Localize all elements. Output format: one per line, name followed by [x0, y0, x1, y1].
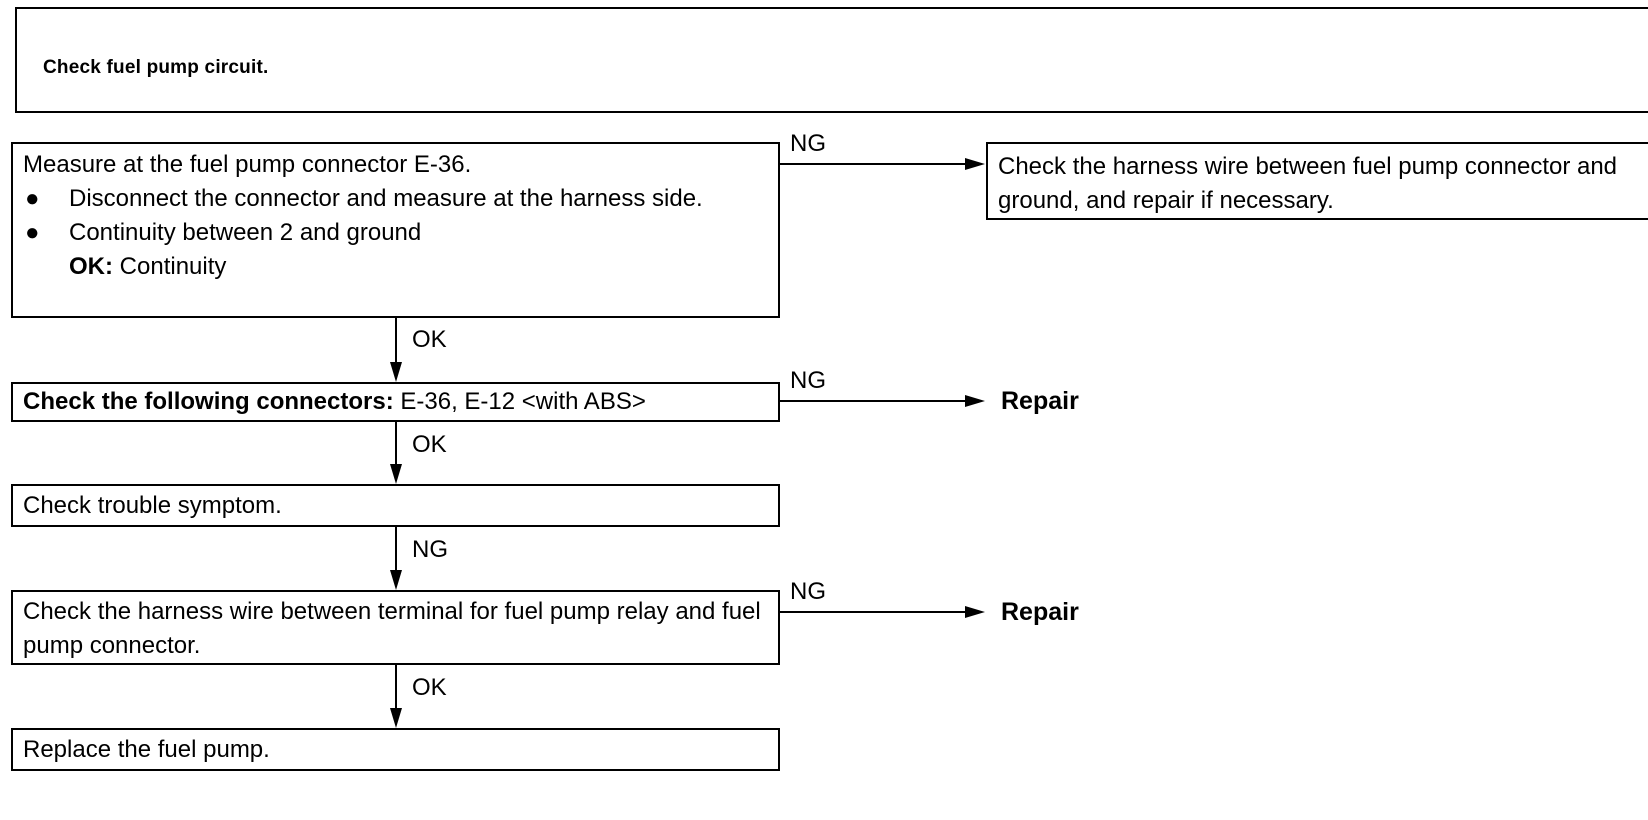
bullet-dot: ●	[25, 185, 40, 212]
label-ok-1: OK	[412, 326, 447, 353]
page-title: Check fuel pump circuit.	[43, 57, 269, 78]
ng-arrow-1	[965, 158, 985, 170]
label-ok-4: OK	[412, 674, 447, 701]
bullet-dot: ●	[25, 219, 40, 246]
step-check-trouble-text: Check trouble symptom.	[23, 492, 282, 519]
flow-arrow-2	[390, 464, 402, 484]
label-ok-2: OK	[412, 431, 447, 458]
step-measure-bullet-1: ● Disconnect the connector and measure a…	[23, 182, 768, 216]
step-check-connectors-label: Check the following connectors:	[23, 388, 394, 415]
step-replace-fuel-pump: Replace the fuel pump.	[11, 728, 780, 771]
label-ng-3: NG	[412, 536, 448, 563]
step-check-connectors: Check the following connectors: E-36, E-…	[11, 382, 780, 422]
label-ng-1: NG	[790, 130, 826, 157]
bullet-text: Continuity between 2 and ground	[69, 219, 422, 246]
result-check-harness-text: Check the harness wire between fuel pump…	[998, 153, 1618, 214]
flow-arrow-1	[390, 362, 402, 382]
step-check-trouble-symptom: Check trouble symptom.	[11, 484, 780, 527]
title-box: Check fuel pump circuit.	[15, 7, 1648, 113]
ng-arrow-4	[965, 606, 985, 618]
step-measure-bullet-2: ● Continuity between 2 and ground OK: Co…	[23, 216, 768, 284]
ok-criteria-value: Continuity	[119, 253, 227, 280]
bullet-text: Disconnect the connector and measure at …	[69, 185, 703, 212]
flow-arrow-4	[390, 708, 402, 728]
step-check-harness-relay: Check the harness wire between terminal …	[11, 590, 780, 665]
result-repair-harness: Repair	[1001, 598, 1079, 626]
flow-arrow-3	[390, 570, 402, 590]
step-replace-text: Replace the fuel pump.	[23, 736, 270, 763]
ng-arrow-2	[965, 395, 985, 407]
label-ng-4: NG	[790, 578, 826, 605]
step-measure-heading: Measure at the fuel pump connector E-36.	[23, 151, 472, 178]
result-repair-connectors: Repair	[1001, 387, 1079, 415]
step-check-connectors-value: E-36, E-12 <with ABS>	[400, 388, 646, 415]
result-check-harness-ground: Check the harness wire between fuel pump…	[986, 142, 1648, 220]
step-check-harness-relay-text: Check the harness wire between terminal …	[23, 598, 761, 659]
step-measure-connector: Measure at the fuel pump connector E-36.…	[11, 142, 780, 318]
label-ng-2: NG	[790, 367, 826, 394]
ok-criteria-label: OK:	[69, 253, 113, 280]
ok-criteria: OK: Continuity	[69, 250, 768, 284]
